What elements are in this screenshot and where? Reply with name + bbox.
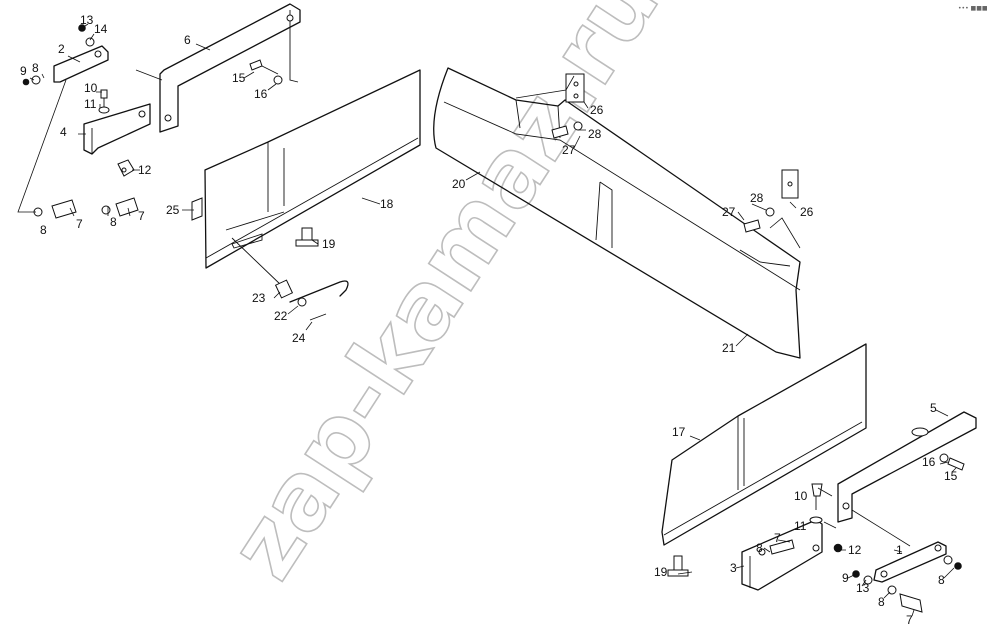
callout-15b: 15 <box>944 469 958 483</box>
callout-15a: 15 <box>232 71 246 85</box>
callout-11a: 11 <box>84 97 97 111</box>
callout-13b: 8 <box>938 573 945 587</box>
fasteners <box>22 24 965 613</box>
callout-23: 23 <box>252 291 266 305</box>
callout-16b: 16 <box>922 455 936 469</box>
callout-27b: 27 <box>722 205 736 219</box>
callout-9b: 9 <box>842 571 849 585</box>
callout-28b: 28 <box>750 191 764 205</box>
callout-8f: 8 <box>878 595 885 609</box>
callout-13a: 13 <box>80 13 94 27</box>
callout-26b: 26 <box>800 205 814 219</box>
callout-6: 6 <box>184 33 191 47</box>
callout-11b: 11 <box>794 519 807 533</box>
callout-7a: 7 <box>76 217 83 231</box>
callout-8a: 8 <box>32 61 39 75</box>
callout-19b: 19 <box>654 565 668 579</box>
callout-27a: 27 <box>562 143 576 157</box>
leader-lines <box>17 23 957 617</box>
callout-10b: 10 <box>794 489 808 503</box>
callout-7d: 7 <box>906 613 913 627</box>
callout-20: 20 <box>452 177 466 191</box>
callout-18: 18 <box>380 197 394 211</box>
callout-14a: 14 <box>94 22 108 36</box>
part-4-left-bracket <box>83 103 151 155</box>
callout-21: 21 <box>722 341 736 355</box>
callout-26a: 26 <box>590 103 604 117</box>
callout-17: 17 <box>672 425 686 439</box>
part-22-handle <box>231 237 349 307</box>
callout-7b: 7 <box>138 209 145 223</box>
part-3-right-bracket <box>741 519 823 591</box>
part-6-left-bracket <box>159 3 301 133</box>
callout-8b: 8 <box>40 223 47 237</box>
callout-10a: 10 <box>84 81 98 95</box>
watermark: zap-kamaz.ru <box>209 0 680 597</box>
part-18-left-shield <box>204 69 421 269</box>
callout-12b: 12 <box>848 543 862 557</box>
callout-1: 1 <box>896 543 903 557</box>
callout-5: 5 <box>930 401 937 415</box>
callouts: 13 14 2 6 9 8 10 11 4 12 15 16 8 7 8 7 2… <box>20 13 958 627</box>
callout-8c: 8 <box>110 215 117 229</box>
callout-2: 2 <box>58 42 65 56</box>
callout-22: 22 <box>274 309 288 323</box>
callout-4: 4 <box>60 125 67 139</box>
callout-8e: 13 <box>856 581 870 595</box>
callout-16a: 16 <box>254 87 268 101</box>
callout-28a: 28 <box>588 127 602 141</box>
callout-7c: 7 <box>774 531 781 545</box>
callout-24: 24 <box>292 331 306 345</box>
callout-9a: 9 <box>20 64 27 78</box>
callout-25: 25 <box>166 203 180 217</box>
part-5-right-bracket <box>837 411 977 523</box>
callout-8d: 8 <box>756 541 763 555</box>
callout-3: 3 <box>730 561 737 575</box>
corner-mark: ••• ■■■ <box>958 5 988 12</box>
part-20-21-center-shield <box>433 67 801 359</box>
callout-12a: 12 <box>138 163 152 177</box>
part-2-strip <box>53 45 109 83</box>
part-17-right-shield <box>661 343 867 546</box>
part-1-strip <box>873 541 947 583</box>
callout-19a: 19 <box>322 237 336 251</box>
